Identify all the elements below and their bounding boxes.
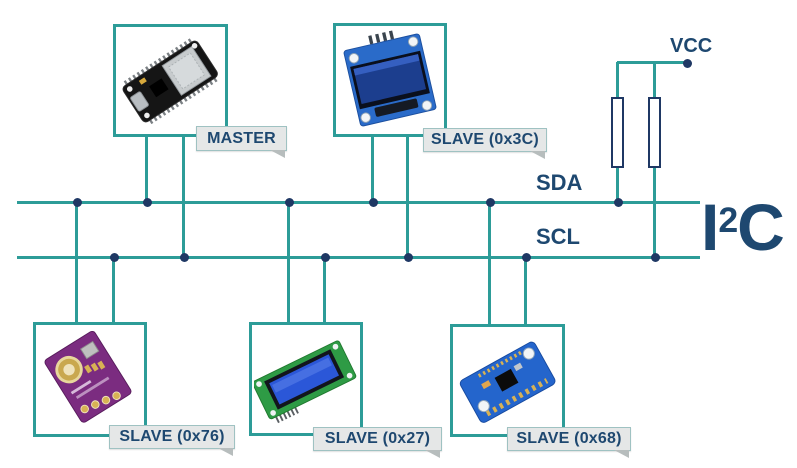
i2c-logo: I2C (701, 194, 785, 260)
lcd1602-scl-node (321, 253, 330, 262)
mpu6050-scl-node (522, 253, 531, 262)
mpu6050-sensor-icon (456, 330, 560, 432)
slave-0x27-tag-label: SLAVE (0x27) (324, 430, 431, 447)
scl-label: SCL (536, 224, 580, 249)
bme280-device-box (33, 322, 147, 437)
slave-0x76-tag: SLAVE (0x76) (109, 425, 235, 456)
master-scl-node (180, 253, 189, 262)
slave-0x3c-tag-label: SLAVE (0x3C) (431, 131, 539, 148)
slave-0x27-tag: SLAVE (0x27) (313, 427, 442, 458)
master-sda-wire (145, 137, 148, 203)
lcd1602-sda-node (285, 198, 294, 207)
master-tag-label: MASTER (207, 129, 276, 147)
vcc-label: VCC (670, 35, 713, 57)
master-sda-node (143, 198, 152, 207)
slave-0x3c-tag: SLAVE (0x3C) (423, 128, 547, 159)
sda-pullup-bottom-wire (616, 168, 619, 203)
mpu6050-sda-node (486, 198, 495, 207)
oled-display-icon (338, 28, 442, 132)
lcd1602-display-icon (254, 327, 358, 431)
vcc-rail-line (617, 61, 687, 64)
slave-0x68-tag: SLAVE (0x68) (507, 427, 631, 458)
lcd1602-device-box (249, 322, 363, 436)
bme280-sda-node (73, 198, 82, 207)
scl-pullup-bottom-wire (653, 168, 656, 258)
bme280-scl-node (110, 253, 119, 262)
lcd1602-scl-wire (323, 257, 326, 322)
mpu6050-sda-wire (488, 202, 491, 324)
sda-pullup-top-wire (616, 62, 619, 97)
master-scl-wire (182, 137, 185, 258)
mpu6050-scl-wire (524, 257, 527, 324)
scl-pullup-node (651, 253, 660, 262)
oled-sda-node (369, 198, 378, 207)
mpu6050-device-box (450, 324, 565, 437)
sda-pullup-resistor (611, 97, 624, 168)
scl-pullup-resistor (648, 97, 661, 168)
master-device-box (113, 24, 228, 137)
bme280-sensor-icon (38, 328, 142, 432)
i2c-logo-superscript-2: 2 (718, 200, 738, 241)
oled-scl-node (404, 253, 413, 262)
slave-0x76-tag-label: SLAVE (0x76) (119, 428, 225, 445)
oled-device-box (333, 23, 447, 137)
sda-bus-line (17, 201, 700, 204)
bme280-sda-wire (75, 202, 78, 322)
bme280-scl-wire (112, 257, 115, 322)
scl-pullup-top-wire (653, 62, 656, 97)
master-tag: MASTER (196, 126, 287, 158)
i2c-logo-c: C (737, 190, 785, 264)
sda-pullup-node (614, 198, 623, 207)
lcd1602-sda-wire (287, 202, 290, 322)
oled-scl-wire (406, 137, 409, 258)
sda-label: SDA (536, 170, 583, 195)
oled-sda-wire (371, 137, 374, 203)
slave-0x68-tag-label: SLAVE (0x68) (516, 430, 622, 447)
vcc-node (683, 59, 692, 68)
esp32-board-icon (119, 30, 223, 132)
scl-bus-line (17, 256, 700, 259)
i2c-logo-i: I (701, 190, 719, 264)
